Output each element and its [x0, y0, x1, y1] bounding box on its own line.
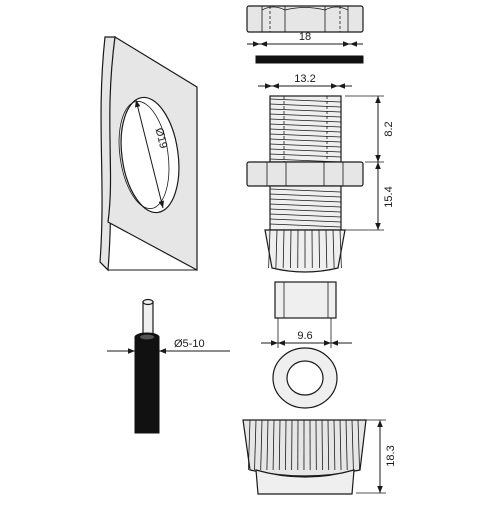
- lower-thread: [270, 186, 341, 230]
- cable: Ø5-10: [107, 300, 230, 434]
- cable-jacket: [135, 337, 159, 433]
- insert-diameter-label: 9.6: [297, 330, 312, 342]
- mounting-panel: Ø19: [100, 37, 197, 270]
- gland-body: 13.2 8.2 15.4: [247, 73, 395, 272]
- dome-cap: 18.3: [243, 420, 397, 494]
- upper-thread-length-label: 8.2: [383, 121, 395, 136]
- nut-width-label: 18: [299, 31, 311, 43]
- thread-diameter-label: 13.2: [294, 73, 315, 85]
- hex-collar: [247, 162, 363, 186]
- rubber-insert: 9.6: [261, 282, 352, 408]
- cap-height-label: 18.3: [385, 445, 397, 466]
- insert-ring-hole: [287, 361, 323, 395]
- sealing-washer: [256, 56, 363, 63]
- cable-diameter-label: Ø5-10: [174, 338, 205, 350]
- lower-body-length-label: 15.4: [383, 186, 395, 207]
- top-nut: 18: [247, 6, 363, 44]
